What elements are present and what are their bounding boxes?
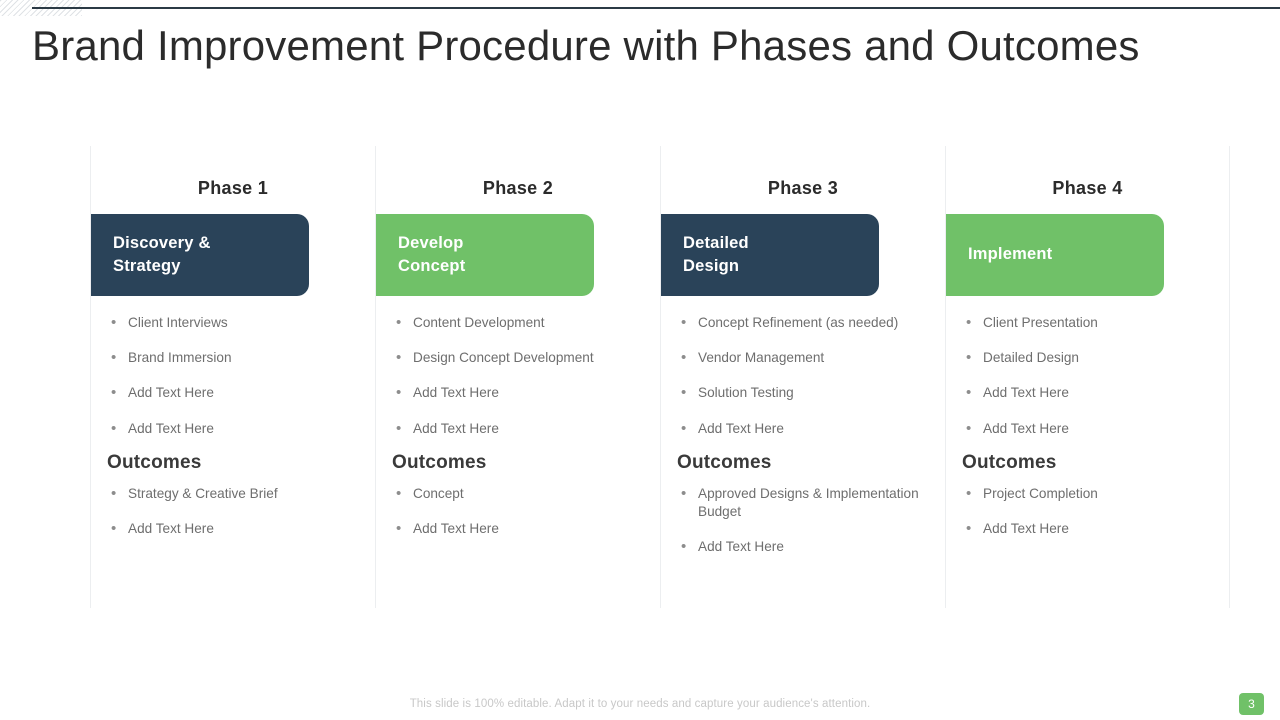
phase-label-4: Phase 4 bbox=[1052, 178, 1123, 198]
header-rule bbox=[32, 7, 1280, 9]
list-item: Add Text Here bbox=[962, 419, 1221, 439]
page-title: Brand Improvement Procedure with Phases … bbox=[32, 22, 1140, 69]
list-item: Add Text Here bbox=[107, 519, 367, 539]
phase-banner-line1-2: Develop bbox=[398, 233, 464, 252]
list-item: Add Text Here bbox=[392, 383, 652, 403]
phase-body-3: Concept Refinement (as needed) Vendor Man… bbox=[661, 313, 945, 557]
task-list-3: Concept Refinement (as needed) Vendor Man… bbox=[677, 313, 937, 439]
task-list-1: Client InterviewsBrand ImmersionAdd Text… bbox=[107, 313, 367, 439]
phase-column-1: Phase 1 Discovery & StrategyClient Intervi… bbox=[90, 146, 375, 608]
list-item: Add Text Here bbox=[107, 419, 367, 439]
list-item: Vendor Management bbox=[677, 348, 937, 368]
list-item: Brand Immersion bbox=[107, 348, 367, 368]
page-number-badge: 3 bbox=[1239, 693, 1264, 715]
phase-banner-line2-1: Strategy bbox=[113, 257, 181, 275]
phase-banner-line1-3: Detailed bbox=[683, 233, 749, 252]
phase-label-3: Phase 3 bbox=[767, 178, 839, 198]
task-list-2: Content DevelopmentDesign Concept Develo… bbox=[392, 313, 652, 439]
phase-body-4: Client PresentationDetailed DesignAdd Te… bbox=[946, 313, 1229, 539]
list-item: Solution Testing bbox=[677, 383, 937, 403]
list-item: Content Development bbox=[392, 313, 652, 333]
phase-body-2: Content DevelopmentDesign Concept Develo… bbox=[376, 313, 660, 539]
list-item: Add Text Here bbox=[107, 383, 367, 403]
outcome-list-3: Approved Designs & Implementation Budget… bbox=[677, 484, 937, 557]
phase-banner-line2-2: Concept bbox=[398, 257, 466, 275]
list-item: Add Text Here bbox=[962, 519, 1221, 539]
list-item: Concept bbox=[392, 484, 652, 504]
task-list-4: Client PresentationDetailed DesignAdd Te… bbox=[962, 313, 1221, 439]
list-item: Add Text Here bbox=[392, 519, 652, 539]
phase-label-2: Phase 2 bbox=[482, 178, 554, 198]
phase-banner-text-1: Discovery & Strategy bbox=[113, 232, 211, 279]
list-item: Concept Refinement (as needed) bbox=[677, 313, 937, 333]
phase-banner-text-4: Implement bbox=[968, 245, 1053, 264]
phase-column-2: Phase 2DevelopConceptContent Development… bbox=[375, 146, 660, 608]
list-item: Design Concept Development bbox=[392, 348, 652, 368]
list-item: Add Text Here bbox=[677, 537, 937, 557]
phase-column-4: Phase 4 ImplementClient PresentationDetai… bbox=[945, 146, 1230, 608]
outcomes-heading-3: Outcomes bbox=[677, 451, 772, 473]
outcomes-heading-2: Outcomes bbox=[392, 451, 487, 473]
phase-banner-line2-3: Design bbox=[683, 257, 740, 275]
phase-banner-4[interactable]: Implement bbox=[946, 214, 1164, 296]
list-item: Project Completion bbox=[962, 484, 1221, 504]
list-item: Add Text Here bbox=[677, 419, 937, 439]
phase-banner-line1-1: Discovery & bbox=[113, 233, 211, 252]
phase-columns: Phase 1 Discovery & StrategyClient Intervi… bbox=[90, 146, 1230, 608]
phase-label-1: Phase 1 bbox=[197, 178, 269, 198]
list-item: Strategy & Creative Brief bbox=[107, 484, 367, 504]
phase-column-3: Phase 3 DetailedDesignConcept Refinement … bbox=[660, 146, 945, 608]
outcomes-heading-1: Outcomes bbox=[107, 451, 202, 473]
phase-banner-1[interactable]: Discovery & Strategy bbox=[91, 214, 309, 296]
list-item: Add Text Here bbox=[392, 419, 652, 439]
list-item: Approved Designs & Implementation Budget bbox=[677, 484, 937, 521]
outcome-list-2: ConceptAdd Text Here bbox=[392, 484, 652, 539]
outcome-list-1: Strategy & Creative BriefAdd Text Here bbox=[107, 484, 367, 539]
outcome-list-4: Project CompletionAdd Text Here bbox=[962, 484, 1221, 539]
list-item: Client Presentation bbox=[962, 313, 1221, 333]
phase-body-1: Client InterviewsBrand ImmersionAdd Text… bbox=[91, 313, 375, 539]
list-item: Add Text Here bbox=[962, 383, 1221, 403]
list-item: Client Interviews bbox=[107, 313, 367, 333]
outcomes-heading-4: Outcomes bbox=[962, 451, 1057, 473]
list-item: Detailed Design bbox=[962, 348, 1221, 368]
footer-note: This slide is 100% editable. Adapt it to… bbox=[409, 698, 871, 710]
